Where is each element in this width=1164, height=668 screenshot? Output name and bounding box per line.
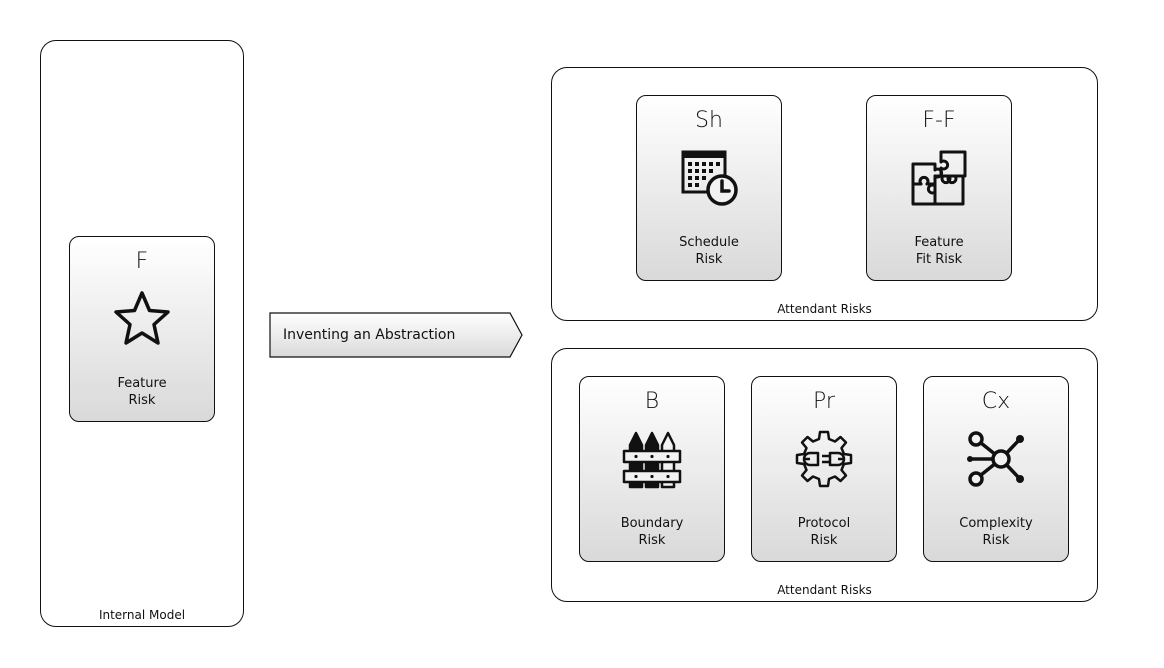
attendant-risks-frame-top: Attendant Risks [551,67,1098,321]
abstraction-arrow-label: Inventing an Abstraction [283,327,456,343]
complexity-risk-name: Complexity Risk [959,516,1033,548]
schedule-risk-card: Sh Schedule Risk [636,95,782,281]
feature-risk-abbr: F [135,249,149,274]
feature-risk-name: Feature Risk [117,376,167,408]
boundary-risk-card: B Boundary Risk [579,376,725,562]
star-icon [114,291,170,345]
feature-fit-risk-name: Feature Fit Risk [914,235,964,267]
schedule-risk-name: Schedule Risk [679,235,739,267]
attendant-risks-label-bottom: Attendant Risks [777,583,872,597]
attendant-risks-label-top: Attendant Risks [777,302,872,316]
protocol-risk-abbr: Pr [813,389,835,414]
fence-icon [622,431,682,489]
boundary-risk-name: Boundary Risk [620,516,684,548]
protocol-risk-name: Protocol Risk [797,516,851,548]
complexity-risk-card: Cx Complexity Risk [923,376,1069,562]
internal-model-label: Internal Model [98,608,186,622]
abstraction-arrow: Inventing an Abstraction [269,312,523,358]
gear-plug-icon [795,430,853,488]
complexity-risk-abbr: Cx [981,389,1011,414]
puzzle-icon [911,150,967,206]
feature-fit-risk-abbr: F-F [922,108,956,133]
boundary-risk-abbr: B [644,389,660,414]
network-icon [967,431,1024,487]
feature-risk-card: F Feature Risk [69,236,215,422]
feature-fit-risk-card: F-F Feature Fit Risk [866,95,1012,281]
protocol-risk-card: Pr Protocol Risk [751,376,897,562]
calendar-clock-icon [681,150,738,206]
schedule-risk-abbr: Sh [695,108,723,133]
